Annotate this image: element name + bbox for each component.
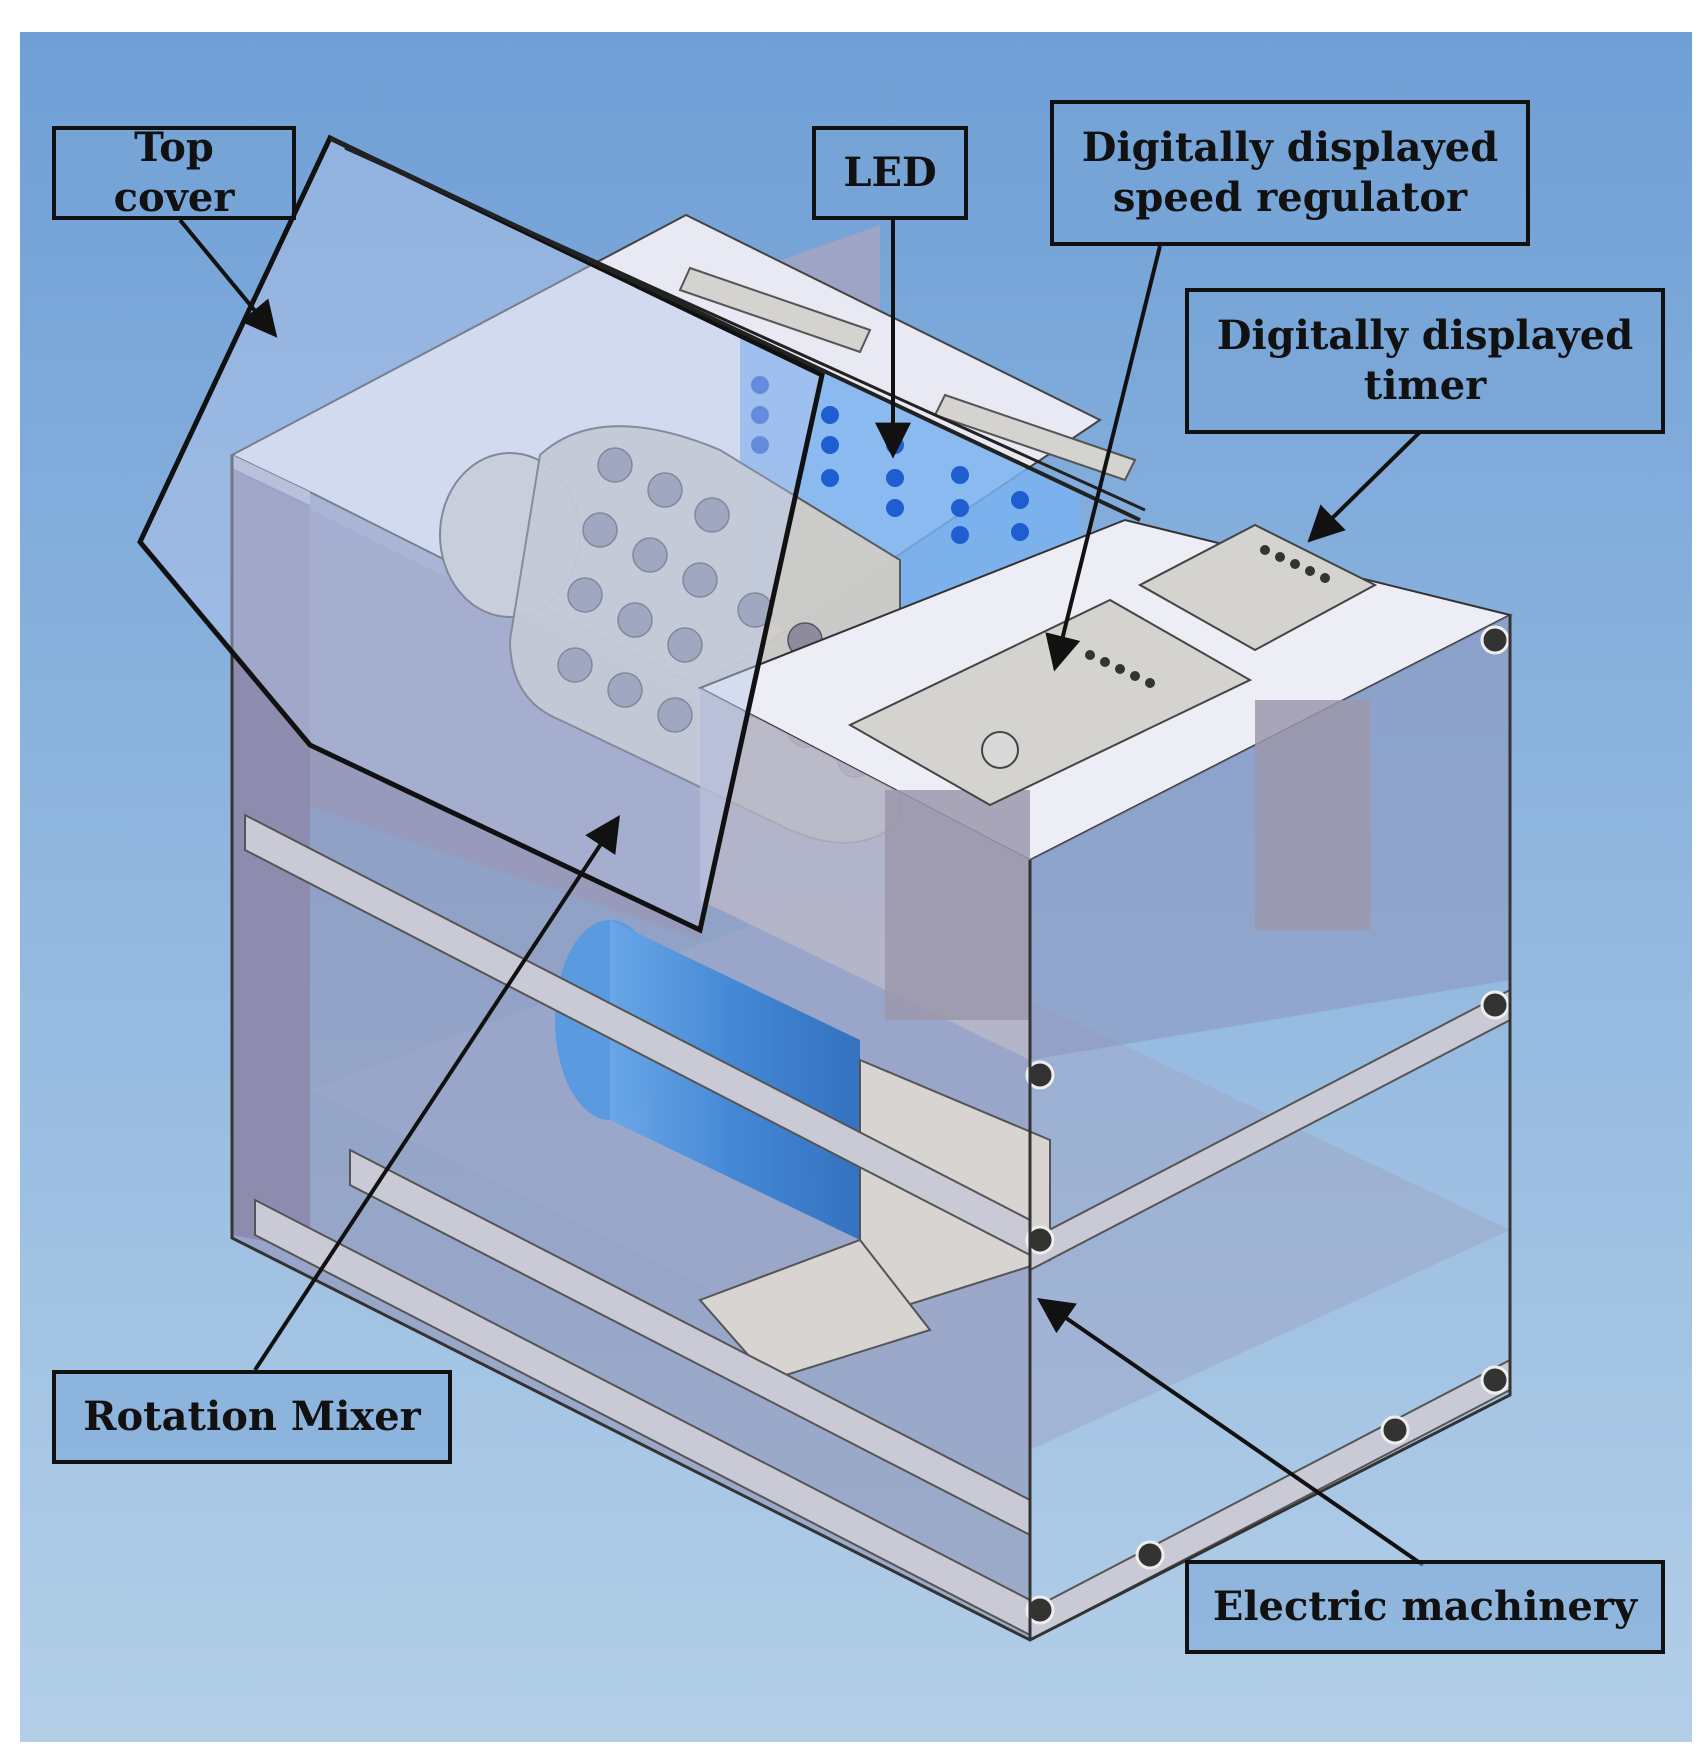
timer-display [1260, 545, 1330, 583]
rail-end [1025, 1060, 1055, 1090]
led-dot [951, 526, 969, 544]
led-dot [751, 436, 769, 454]
mixer-hole [617, 602, 653, 638]
timer-panel [1137, 523, 1378, 652]
mixer-hole [597, 447, 633, 483]
led-dot [821, 469, 839, 487]
label-text: LED [843, 149, 937, 196]
display-dot [1085, 650, 1095, 660]
led-dot [1011, 491, 1029, 509]
arrow-top-cover [178, 218, 278, 338]
hinge [933, 393, 1137, 482]
rail-end [1480, 990, 1510, 1020]
display-dot [1100, 657, 1110, 667]
mixer-hole [667, 627, 703, 663]
arrow-electric-machinery [1037, 1297, 1425, 1567]
hinge [678, 266, 872, 354]
label-text: Digitally displayed speed regulator [1081, 124, 1499, 221]
display-dot [1320, 573, 1330, 583]
label-rotation-mixer: Rotation Mixer [52, 1370, 452, 1464]
speed-regulator-panel [847, 598, 1253, 807]
label-text: Rotation Mixer [83, 1393, 421, 1440]
label-top-cover: Top cover [52, 124, 296, 221]
top-cover-hinge-line [344, 146, 1146, 512]
led-dot [951, 499, 969, 517]
led-dot [821, 436, 839, 454]
rail-end [1480, 625, 1510, 655]
label-speed-regulator: Digitally displayed speed regulator [1050, 100, 1530, 246]
arrow-rotation-mixer [253, 814, 620, 1372]
mixer-hole [582, 512, 618, 548]
control-box [1255, 700, 1370, 930]
mixer-hole [557, 647, 593, 683]
display-dot [1275, 552, 1285, 562]
rail-end [1380, 1415, 1410, 1445]
display-dot [1260, 545, 1270, 555]
label-text: Digitally displayed timer [1216, 312, 1634, 409]
mixer-hole [632, 537, 668, 573]
rail-ends [1025, 625, 1510, 1625]
hinges [678, 266, 1137, 482]
display-dot [1145, 678, 1155, 688]
leader-arrows [178, 218, 1425, 1567]
label-timer: Digitally displayed timer [1185, 288, 1665, 434]
display-dot [1305, 566, 1315, 576]
led-dot [951, 466, 969, 484]
display-dot [1290, 559, 1300, 569]
mixer-hole [682, 562, 718, 598]
mixer-hole [657, 697, 693, 733]
frame-rails [244, 813, 1511, 1642]
top-cover [137, 134, 825, 934]
speed-display [1085, 650, 1155, 688]
arrow-timer [1307, 430, 1422, 543]
led-dot [821, 406, 839, 424]
led-dot [751, 376, 769, 394]
rail-end [1025, 1595, 1055, 1625]
label-text: Electric machinery [1212, 1583, 1638, 1630]
speed-knob [981, 731, 1019, 769]
arrow-speed-regulator [1045, 245, 1162, 672]
display-dot [1130, 671, 1140, 681]
label-electric-machinery: Electric machinery [1185, 1560, 1665, 1654]
rail-end [1025, 1225, 1055, 1255]
control-box [885, 790, 1030, 1020]
label-text: Top cover [113, 124, 235, 221]
mixer-hole [647, 472, 683, 508]
led-dot [751, 406, 769, 424]
led-dot [886, 499, 904, 517]
mixer-hole [607, 672, 643, 708]
rail-end [1135, 1540, 1165, 1570]
rail-end [1480, 1365, 1510, 1395]
led-dot [1011, 523, 1029, 541]
mixer-hole [567, 577, 603, 613]
top-plate-edge [232, 455, 310, 505]
mixer-hole [694, 497, 730, 533]
label-led: LED [812, 126, 968, 220]
display-dot [1115, 664, 1125, 674]
led-dot [886, 469, 904, 487]
